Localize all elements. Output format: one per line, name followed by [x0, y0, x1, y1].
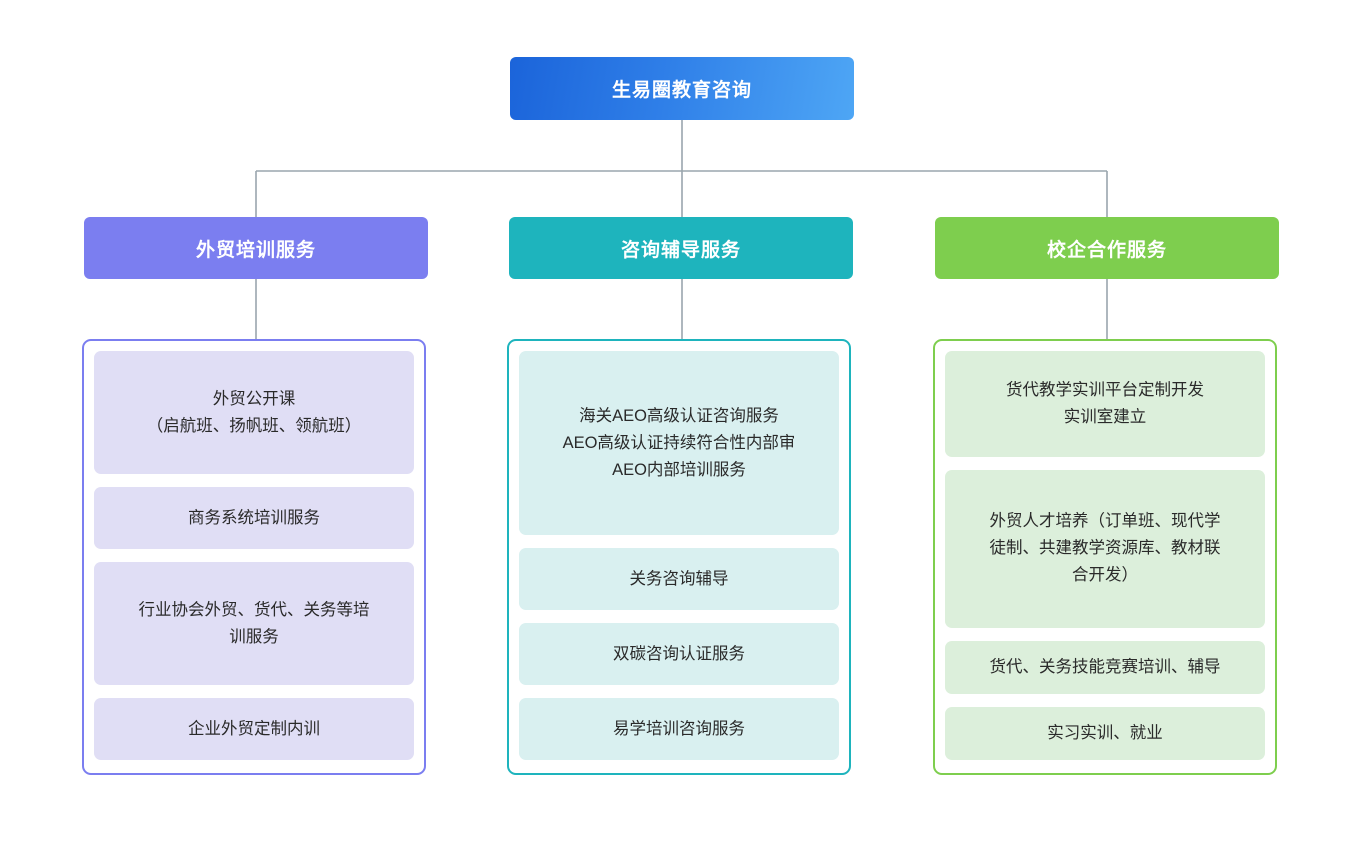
leaf-card-text: 海关AEO高级认证咨询服务 AEO高级认证持续符合性内部审 AEO内部培训服务 — [563, 403, 796, 484]
leaf-card-text: 外贸人才培养（订单班、现代学徒制、共建教学资源库、教材联合开发） — [990, 508, 1221, 589]
branch-items-consulting: 海关AEO高级认证咨询服务 AEO高级认证持续符合性内部审 AEO内部培训服务关务咨… — [507, 339, 851, 775]
leaf-card-line: 实训室建立 — [1063, 407, 1147, 426]
leaf-card-line: 商务系统培训服务 — [188, 508, 320, 527]
leaf-card-line: 关务咨询辅导 — [629, 569, 729, 588]
leaf-card[interactable]: 货代教学实训平台定制开发实训室建立 — [945, 351, 1265, 457]
root-node[interactable]: 生易圈教育咨询 — [510, 57, 854, 120]
leaf-card[interactable]: 外贸公开课 （启航班、扬帆班、领航班） — [94, 351, 414, 474]
branch-items-training: 外贸公开课 （启航班、扬帆班、领航班） 商务系统培训服务行业协会外贸、货代、关务等培… — [82, 339, 426, 775]
leaf-card-text: 实习实训、就业 — [1047, 720, 1163, 747]
leaf-card[interactable]: 双碳咨询认证服务 — [519, 623, 839, 686]
leaf-card[interactable]: 海关AEO高级认证咨询服务 AEO高级认证持续符合性内部审 AEO内部培训服务 — [519, 351, 839, 536]
leaf-card[interactable]: 外贸人才培养（订单班、现代学徒制、共建教学资源库、教材联合开发） — [945, 469, 1265, 629]
leaf-card-line: 外贸公开课 — [212, 389, 296, 408]
leaf-card-text: 关务咨询辅导 — [630, 566, 729, 593]
root-node-label: 生易圈教育咨询 — [611, 80, 752, 101]
leaf-card-line: 货代教学实训平台定制开发 — [1006, 380, 1204, 399]
leaf-card-line: 海关AEO高级认证咨询服务 — [579, 406, 779, 425]
leaf-card[interactable]: 实习实训、就业 — [945, 707, 1265, 760]
leaf-card-line: 实习实训、就业 — [1047, 724, 1163, 743]
leaf-card-line: 训服务 — [229, 627, 279, 646]
branch-header-label: 外贸培训服务 — [195, 239, 316, 261]
leaf-card-line: 外贸人才培养（订单班、现代学 — [989, 512, 1221, 531]
leaf-card-text: 商务系统培训服务 — [188, 505, 320, 532]
leaf-card-line: AEO内部培训服务 — [612, 460, 746, 479]
leaf-card-line: AEO高级认证持续符合性内部审 — [562, 433, 796, 452]
branch-header-training[interactable]: 外贸培训服务 — [84, 217, 428, 279]
leaf-card-line: 合开发） — [1072, 566, 1138, 585]
leaf-card-line: （启航班、扬帆班、领航班） — [146, 416, 362, 435]
leaf-card-line: 行业协会外贸、货代、关务等培 — [138, 600, 370, 619]
branch-header-label: 咨询辅导服务 — [620, 239, 741, 261]
branch-items-school-enterprise: 货代教学实训平台定制开发实训室建立外贸人才培养（订单班、现代学徒制、共建教学资源… — [933, 339, 1277, 775]
leaf-card-text: 易学培训咨询服务 — [613, 716, 745, 743]
leaf-card-line: 徒制、共建教学资源库、教材联 — [989, 539, 1221, 558]
leaf-card-text: 外贸公开课 （启航班、扬帆班、领航班） — [147, 386, 362, 440]
branch-header-school-enterprise[interactable]: 校企合作服务 — [935, 217, 1279, 279]
leaf-card-text: 货代教学实训平台定制开发实训室建立 — [1006, 377, 1204, 431]
leaf-card-text: 企业外贸定制内训 — [188, 716, 320, 743]
leaf-card[interactable]: 行业协会外贸、货代、关务等培训服务 — [94, 562, 414, 685]
leaf-card-text: 行业协会外贸、货代、关务等培训服务 — [139, 597, 370, 651]
leaf-card[interactable]: 关务咨询辅导 — [519, 548, 839, 611]
leaf-card[interactable]: 货代、关务技能竞赛培训、辅导 — [945, 641, 1265, 695]
leaf-card[interactable]: 易学培训咨询服务 — [519, 698, 839, 760]
leaf-card[interactable]: 商务系统培训服务 — [94, 487, 414, 549]
leaf-card-line: 双碳咨询认证服务 — [613, 644, 745, 663]
leaf-card-line: 企业外贸定制内训 — [188, 719, 320, 738]
leaf-card-text: 双碳咨询认证服务 — [613, 641, 745, 668]
leaf-card-line: 易学培训咨询服务 — [613, 719, 745, 738]
leaf-card-text: 货代、关务技能竞赛培训、辅导 — [990, 654, 1221, 681]
branch-header-label: 校企合作服务 — [1046, 239, 1167, 261]
leaf-card[interactable]: 企业外贸定制内训 — [94, 698, 414, 760]
branch-header-consulting[interactable]: 咨询辅导服务 — [509, 217, 853, 279]
leaf-card-line: 货代、关务技能竞赛培训、辅导 — [989, 658, 1221, 677]
